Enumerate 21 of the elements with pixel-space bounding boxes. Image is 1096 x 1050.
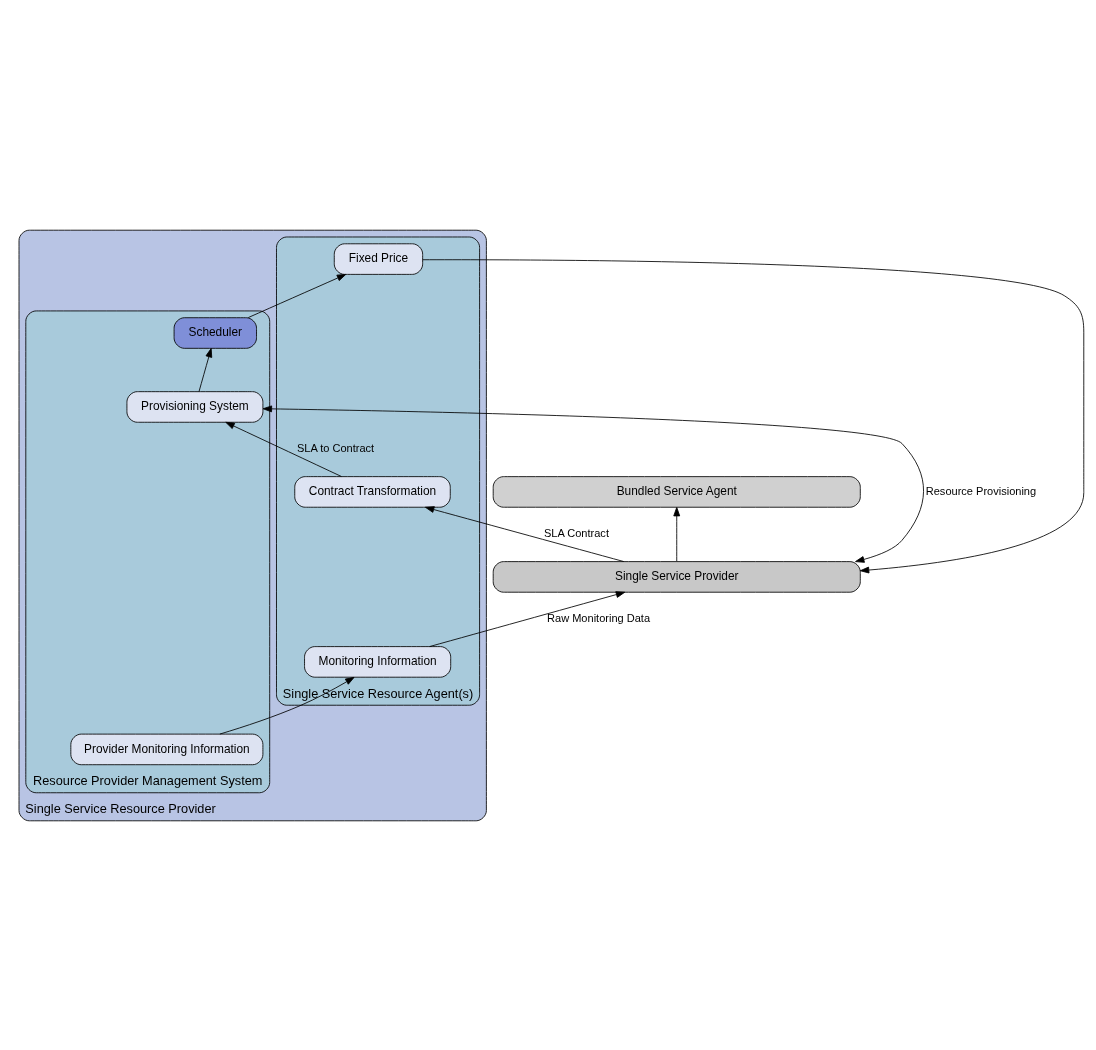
arrow bbox=[262, 404, 924, 563]
node-box: Fixed Price bbox=[333, 242, 424, 275]
node-box: Contract Transformation bbox=[294, 475, 451, 508]
node-box: Monitoring Information bbox=[304, 645, 452, 678]
edge-label: SLA Contract bbox=[543, 526, 609, 539]
edge-label: Raw Monitoring Data bbox=[547, 611, 651, 624]
node-box: Bundled Service Agent bbox=[492, 475, 861, 508]
arrow bbox=[198, 347, 213, 392]
node-box: Provisioning System bbox=[126, 390, 264, 423]
arrow bbox=[247, 273, 347, 318]
edge-label: Resource Provisioning bbox=[925, 484, 1037, 497]
arrow bbox=[429, 590, 626, 647]
arrow bbox=[219, 676, 355, 735]
arrow bbox=[422, 258, 1085, 573]
edge-label: SLA to Contract bbox=[296, 441, 375, 454]
node-box: Single Service Provider bbox=[492, 560, 861, 593]
arrow bbox=[425, 505, 625, 562]
node-box: Provider Monitoring Information bbox=[70, 733, 264, 765]
arrow bbox=[673, 506, 681, 562]
node-box: Scheduler bbox=[173, 316, 257, 349]
arrow bbox=[225, 421, 342, 477]
